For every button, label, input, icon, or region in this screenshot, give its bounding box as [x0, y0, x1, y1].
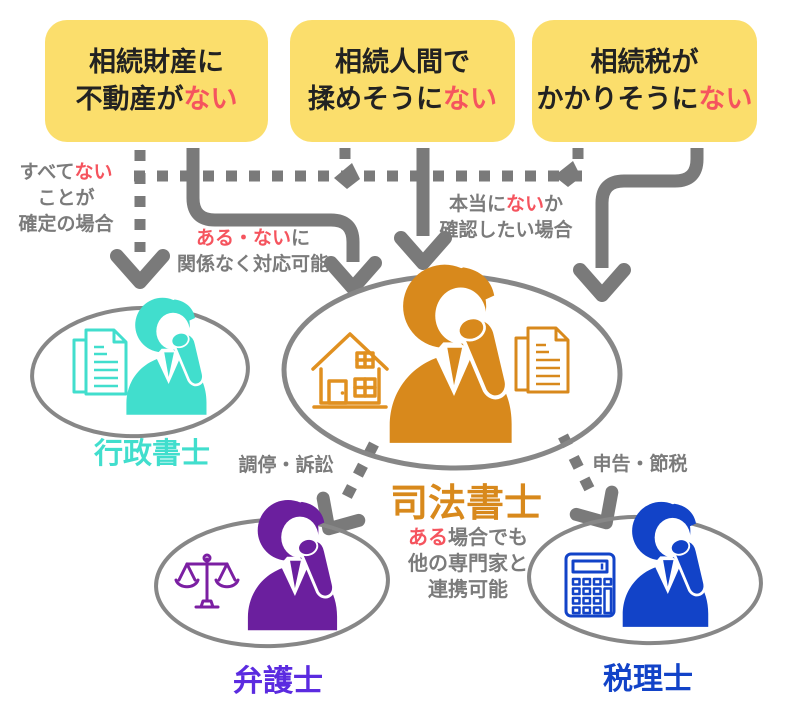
note-text: 連携可能 — [428, 579, 508, 601]
arrowheads — [110, 231, 631, 536]
box2-line1: 相続人間で — [335, 47, 470, 77]
documents-icon — [514, 326, 570, 394]
box2-highlight: ない — [443, 84, 497, 114]
calculator-icon — [564, 552, 616, 618]
condition-box-no-real-estate: 相続財産に 不動産がない — [45, 20, 268, 142]
arrow-box1-to-judicial — [186, 148, 360, 262]
solid-connectors — [186, 148, 704, 268]
administrative-scrivener-ellipse — [30, 305, 250, 439]
condition-box-no-dispute: 相続人間で 揉めそうにない — [290, 20, 515, 142]
box3-highlight: ない — [698, 84, 753, 114]
arrowhead-left-icon — [334, 163, 360, 189]
note-text: か — [544, 194, 564, 215]
note-confirm-none: 本当にないか 確認したい場合 — [430, 192, 582, 244]
documents-icon — [72, 328, 128, 396]
arrowhead-down-icon — [573, 263, 631, 302]
note-text: 関係なく対応可能 — [176, 254, 329, 275]
label-administrative-scrivener: 行政書士 — [93, 438, 210, 470]
arrow-box3-to-judicial — [595, 148, 704, 268]
condition-box-text: 相続人間で 揉めそうにない — [308, 44, 497, 118]
label-tax-accountant: 税理士 — [603, 663, 693, 696]
arrowhead-down-right-icon — [569, 485, 619, 530]
label-lawyer: 弁護士 — [233, 665, 323, 698]
note-text: 確定の場合 — [18, 214, 114, 235]
note-cooperation: ある場合でも 他の専門家と 連携可能 — [392, 525, 544, 603]
tax-accountant-person-icon — [621, 500, 710, 629]
note-text: すべて — [19, 162, 75, 183]
note-highlight: ない — [505, 194, 544, 215]
note-text: 他の専門家と — [408, 553, 528, 575]
note-text: 申告・節税 — [592, 454, 688, 475]
box3-line1: 相続税が — [590, 47, 699, 77]
judicial-scrivener-person-icon — [390, 265, 512, 443]
note-filing-tax-saving: 申告・節税 — [584, 452, 696, 478]
note-highlight: ある・ない — [195, 228, 291, 249]
note-text: に — [291, 228, 311, 249]
box2-line2: 揉めそうに — [308, 84, 443, 114]
note-text: 調停・訴訟 — [238, 455, 334, 476]
arrowhead-down-icon — [110, 249, 170, 289]
condition-box-no-inheritance-tax: 相続税が かかりそうにない — [532, 20, 757, 142]
box1-line1: 相続財産に — [89, 47, 224, 77]
note-highlight: ある — [408, 527, 448, 549]
box1-highlight: ない — [183, 84, 238, 114]
box1-line2: 不動産が — [75, 84, 184, 114]
arrowhead-down-icon — [324, 256, 382, 295]
note-highlight: ない — [74, 162, 113, 183]
condition-box-text: 相続税が かかりそうにない — [537, 44, 753, 118]
note-all-none-confirmed: すべてない ことが 確定の場合 — [8, 160, 124, 238]
arrowhead-down-left-icon — [316, 491, 366, 536]
note-text: 本当に — [448, 194, 506, 215]
dotted-line-arrowheads — [334, 161, 581, 189]
note-text: ことが — [37, 188, 95, 209]
note-text: 場合でも — [448, 527, 528, 549]
scales-icon — [174, 553, 240, 609]
note-mediation-litigation: 調停・訴訟 — [230, 453, 342, 479]
box3-line2: かかりそうに — [536, 84, 699, 114]
label-judicial-scrivener: 司法書士 — [389, 483, 542, 525]
house-icon — [311, 332, 389, 409]
arrowhead-down-icon — [394, 231, 452, 270]
arrowhead-left-icon — [554, 161, 581, 187]
condition-box-text: 相続財産に 不動産がない — [76, 44, 238, 118]
note-regardless: ある・ないに 関係なく対応可能 — [173, 226, 333, 278]
note-text: 確認したい場合 — [439, 220, 573, 241]
